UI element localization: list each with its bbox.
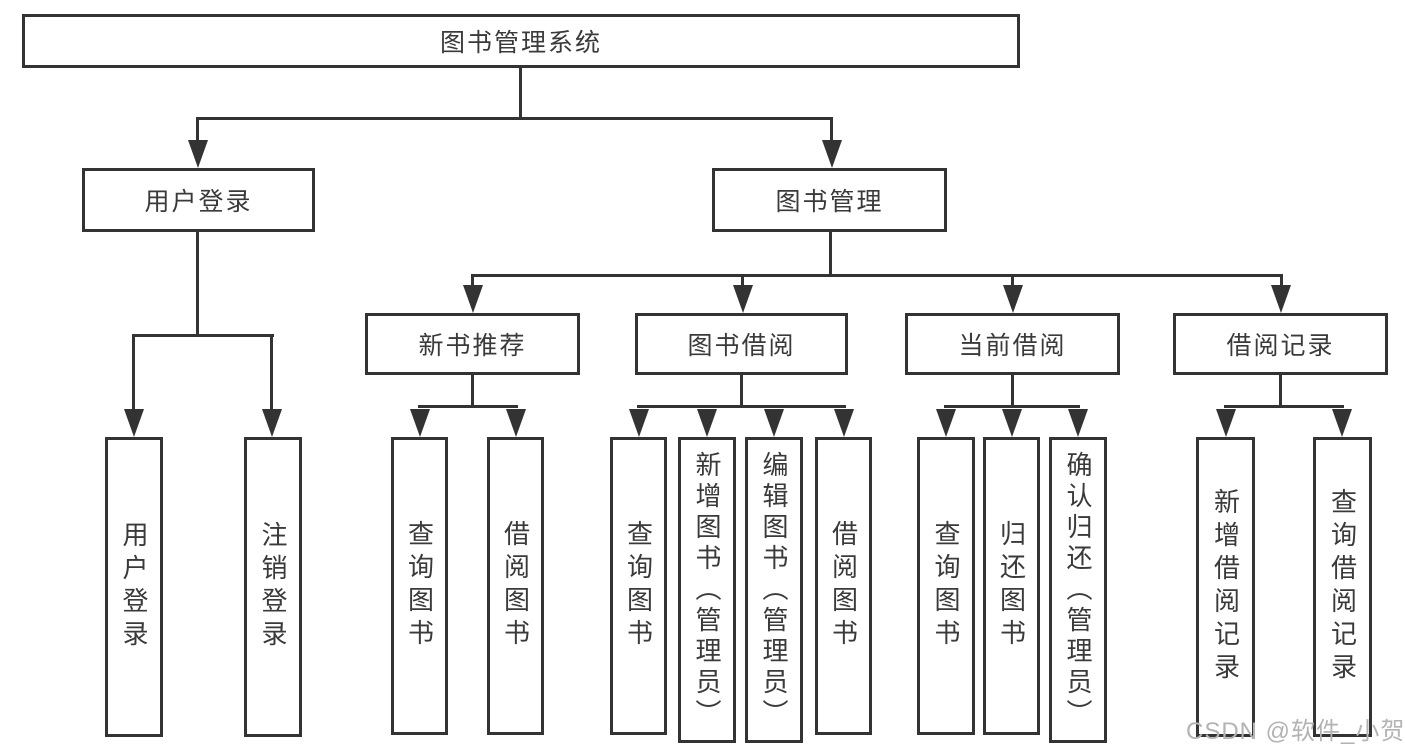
node-label: 查询借阅记录	[1327, 488, 1358, 686]
connector-line	[132, 334, 135, 410]
connector-line	[471, 274, 1283, 277]
arrow-down-icon	[262, 409, 282, 437]
arrow-down-icon	[1068, 409, 1088, 437]
node-borrow-records: 借阅记录	[1173, 313, 1388, 375]
connector-line	[944, 405, 1080, 408]
arrow-down-icon	[822, 140, 842, 168]
node-label: 图书管理	[775, 188, 884, 216]
arrow-down-icon	[188, 140, 208, 168]
node-label: 借阅记录	[1226, 332, 1335, 360]
node-book-management: 图书管理	[712, 168, 947, 232]
arrow-down-icon	[1002, 409, 1022, 437]
connector-line	[741, 274, 744, 287]
arrow-down-icon	[733, 285, 753, 313]
node-add-books-admin: 新增图书（管理员）	[678, 437, 736, 743]
arrow-down-icon	[1216, 409, 1236, 437]
node-library-system: 图书管理系统	[22, 14, 1020, 68]
node-label: 注销登录	[258, 521, 288, 653]
connector-line	[1224, 405, 1344, 408]
node-label: 编辑图书（管理员）	[759, 450, 789, 730]
connector-line	[1011, 274, 1014, 287]
connector-line	[1280, 274, 1283, 287]
connector-line	[196, 117, 833, 120]
connector-line	[196, 117, 199, 142]
node-query-books: 查询图书	[610, 437, 667, 735]
arrow-down-icon	[1003, 285, 1023, 313]
node-new-book-recommend: 新书推荐	[365, 313, 580, 375]
node-query-books: 查询图书	[917, 437, 975, 735]
connector-line	[196, 229, 199, 336]
node-label: 图书借阅	[687, 332, 796, 360]
node-label: 确认归还（管理员）	[1063, 450, 1093, 730]
node-label: 当前借阅	[958, 332, 1067, 360]
connector-line	[471, 274, 474, 287]
arrow-down-icon	[697, 409, 717, 437]
connector-line	[1279, 372, 1282, 408]
arrow-down-icon	[463, 285, 483, 313]
node-label: 用户登录	[144, 188, 253, 216]
node-label: 图书管理系统	[439, 29, 602, 57]
node-add-borrow-record: 新增借阅记录	[1196, 437, 1255, 737]
node-return-books: 归还图书	[983, 437, 1040, 735]
connector-line	[418, 405, 518, 408]
csdn-watermark: CSDN @软件_小贺同学	[1186, 718, 1405, 745]
node-borrow-books: 借阅图书	[815, 437, 872, 735]
arrow-down-icon	[764, 409, 784, 437]
arrow-down-icon	[936, 409, 956, 437]
node-label: 用户登录	[119, 521, 149, 653]
node-label: 查询图书	[404, 520, 435, 652]
arrow-down-icon	[629, 409, 649, 437]
node-label: 查询图书	[931, 520, 961, 652]
arrow-down-icon	[1332, 409, 1352, 437]
connector-line	[132, 334, 274, 337]
arrow-down-icon	[506, 409, 526, 437]
arrow-down-icon	[410, 409, 430, 437]
node-confirm-return-admin: 确认归还（管理员）	[1049, 437, 1107, 743]
connector-line	[829, 229, 832, 277]
arrow-down-icon	[834, 409, 854, 437]
node-label: 新增图书（管理员）	[692, 450, 722, 730]
arrow-down-icon	[124, 409, 144, 437]
arrow-down-icon	[1271, 285, 1291, 313]
node-query-borrow-record: 查询借阅记录	[1313, 437, 1372, 737]
node-label: 借阅图书	[828, 520, 859, 652]
node-book-borrow: 图书借阅	[635, 313, 848, 375]
connector-line	[519, 66, 522, 120]
node-logout: 注销登录	[244, 437, 302, 737]
connector-line	[1011, 372, 1014, 408]
connector-line	[637, 405, 846, 408]
connector-line	[830, 117, 833, 142]
node-user-login-leaf: 用户登录	[105, 437, 163, 737]
node-borrow-books: 借阅图书	[487, 437, 544, 735]
node-current-borrow: 当前借阅	[905, 313, 1120, 375]
node-label: 查询图书	[623, 520, 654, 652]
node-query-books: 查询图书	[391, 437, 448, 735]
node-label: 新书推荐	[418, 332, 527, 360]
node-user-login: 用户登录	[82, 168, 315, 232]
connector-line	[471, 372, 474, 408]
node-label: 新增借阅记录	[1210, 488, 1241, 686]
node-edit-books-admin: 编辑图书（管理员）	[745, 437, 803, 743]
connector-line	[740, 372, 743, 408]
connector-line	[270, 334, 273, 410]
node-label: 借阅图书	[500, 520, 531, 652]
node-label: 归还图书	[996, 520, 1027, 652]
